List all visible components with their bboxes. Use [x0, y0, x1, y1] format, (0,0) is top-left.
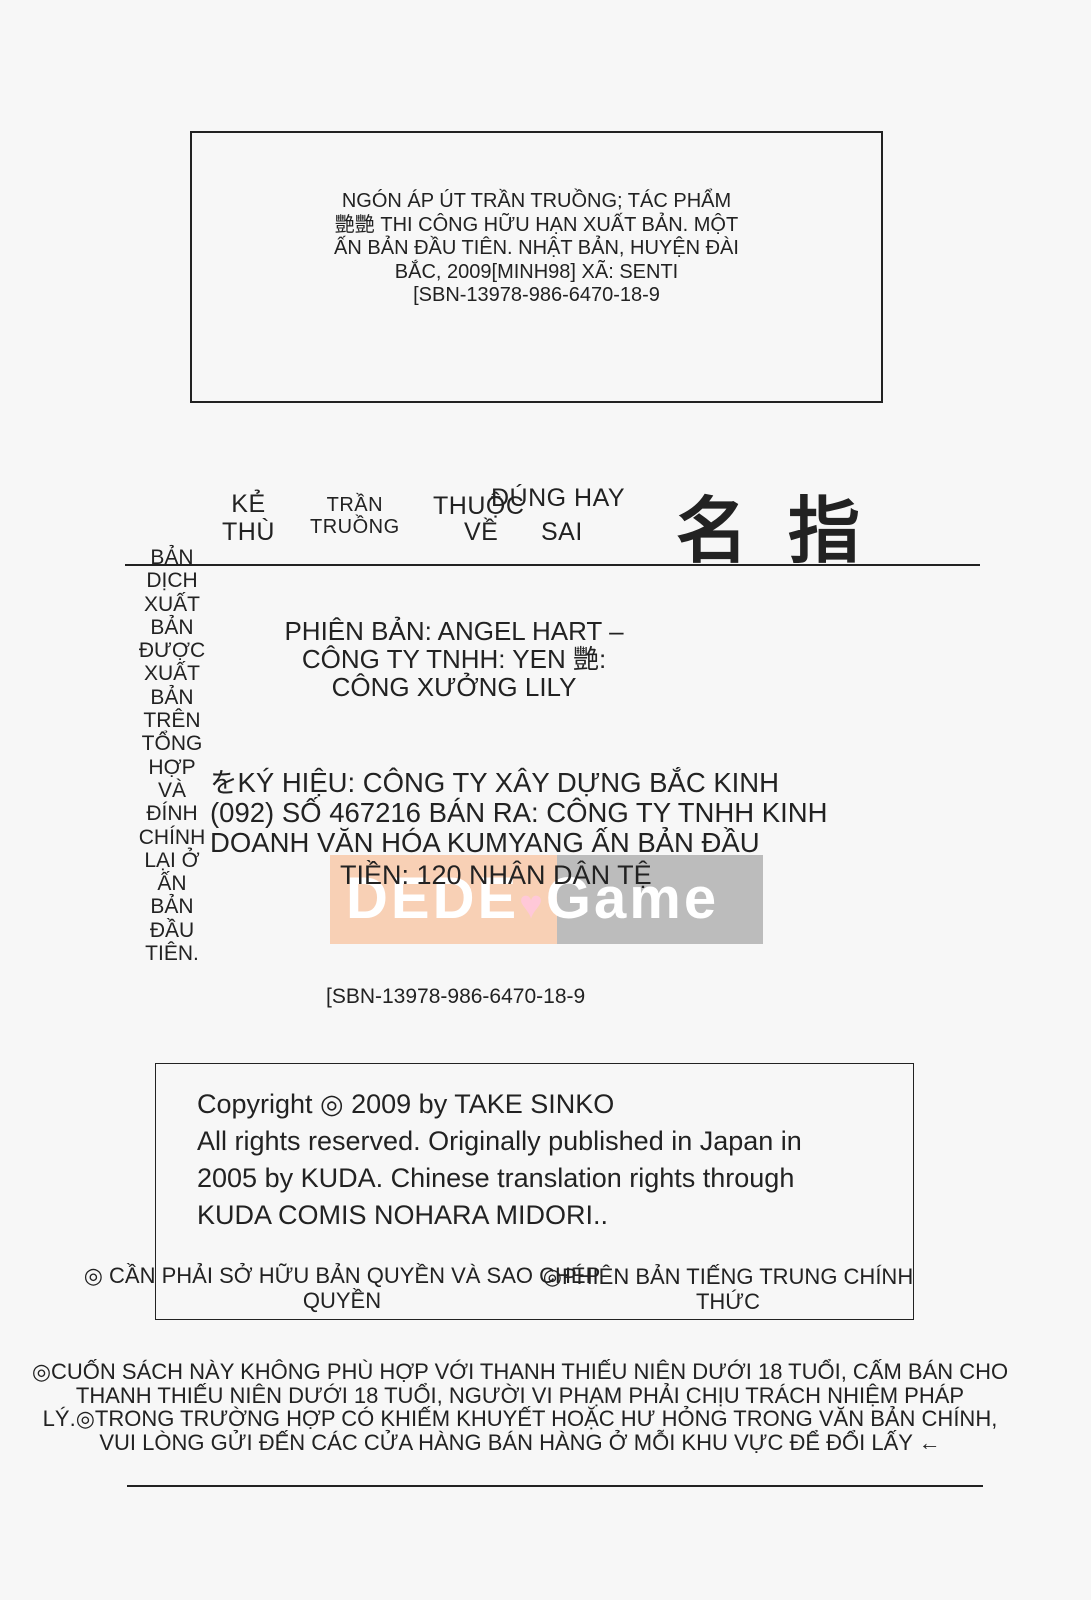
watermark-right-text: Game	[545, 866, 720, 931]
watermark-left-text: DEDE	[346, 866, 520, 931]
title-word-sai: SAI	[541, 518, 583, 546]
title-word-dung-hay: ĐÚNG HAY	[491, 484, 626, 512]
publisher-info: をKÝ HIỆU: CÔNG TY XÂY DỰNG BẮC KINH (092…	[210, 767, 828, 858]
title-rule	[125, 564, 980, 566]
title-word-ke-thu: KẺ THÙ	[222, 490, 275, 546]
watermark-logo: DEDE♥Game	[346, 863, 719, 941]
sales-notice: ◎CUỐN SÁCH NÀY KHÔNG PHÙ HỢP VỚI THANH T…	[31, 1359, 1009, 1455]
bottom-rule	[127, 1485, 983, 1487]
watermark-left-panel	[330, 855, 557, 944]
watermark-right-panel	[557, 855, 763, 944]
side-column-text: BẢN DỊCH XUẤT BẢN ĐƯỢC XUẤT BẢN TRÊN TỔN…	[138, 546, 206, 966]
rights-left: ◎ CẦN PHẢI SỞ HỮU BẢN QUYỀN VÀ SAO CHÉP …	[83, 1263, 601, 1313]
title-word-tran-truong: TRẦN TRUỒNG	[310, 494, 400, 538]
kanji-title: 名指	[676, 489, 901, 573]
price-line: TIỀN: 120 NHÂN DÂN TỆ	[340, 860, 652, 890]
cip-text: NGÓN ÁP ÚT TRẦN TRUỒNG; TÁC PHẨM 艷艷 THI …	[334, 190, 739, 306]
title-word-ve: VỀ	[464, 518, 499, 546]
copyright-text: Copyright ◎ 2009 by TAKE SINKO All right…	[197, 1089, 802, 1230]
isbn: [SBN-13978-986-6470-18-9	[326, 985, 586, 1008]
cip-box: NGÓN ÁP ÚT TRẦN TRUỒNG; TÁC PHẨM 艷艷 THI …	[190, 131, 883, 403]
dede-game-watermark: DEDE♥Game	[330, 855, 763, 944]
heart-icon: ♥	[519, 883, 546, 927]
copyright-box: Copyright ◎ 2009 by TAKE SINKO All right…	[155, 1063, 914, 1320]
title-word-thuoc: THUỘC	[433, 492, 525, 520]
edition-info: PHIÊN BẢN: ANGEL HART – CÔNG TY TNHH: YE…	[284, 616, 624, 702]
rights-right: ◎PHIÊN BẢN TIẾNG TRUNG CHÍNH THỨC	[542, 1264, 914, 1314]
